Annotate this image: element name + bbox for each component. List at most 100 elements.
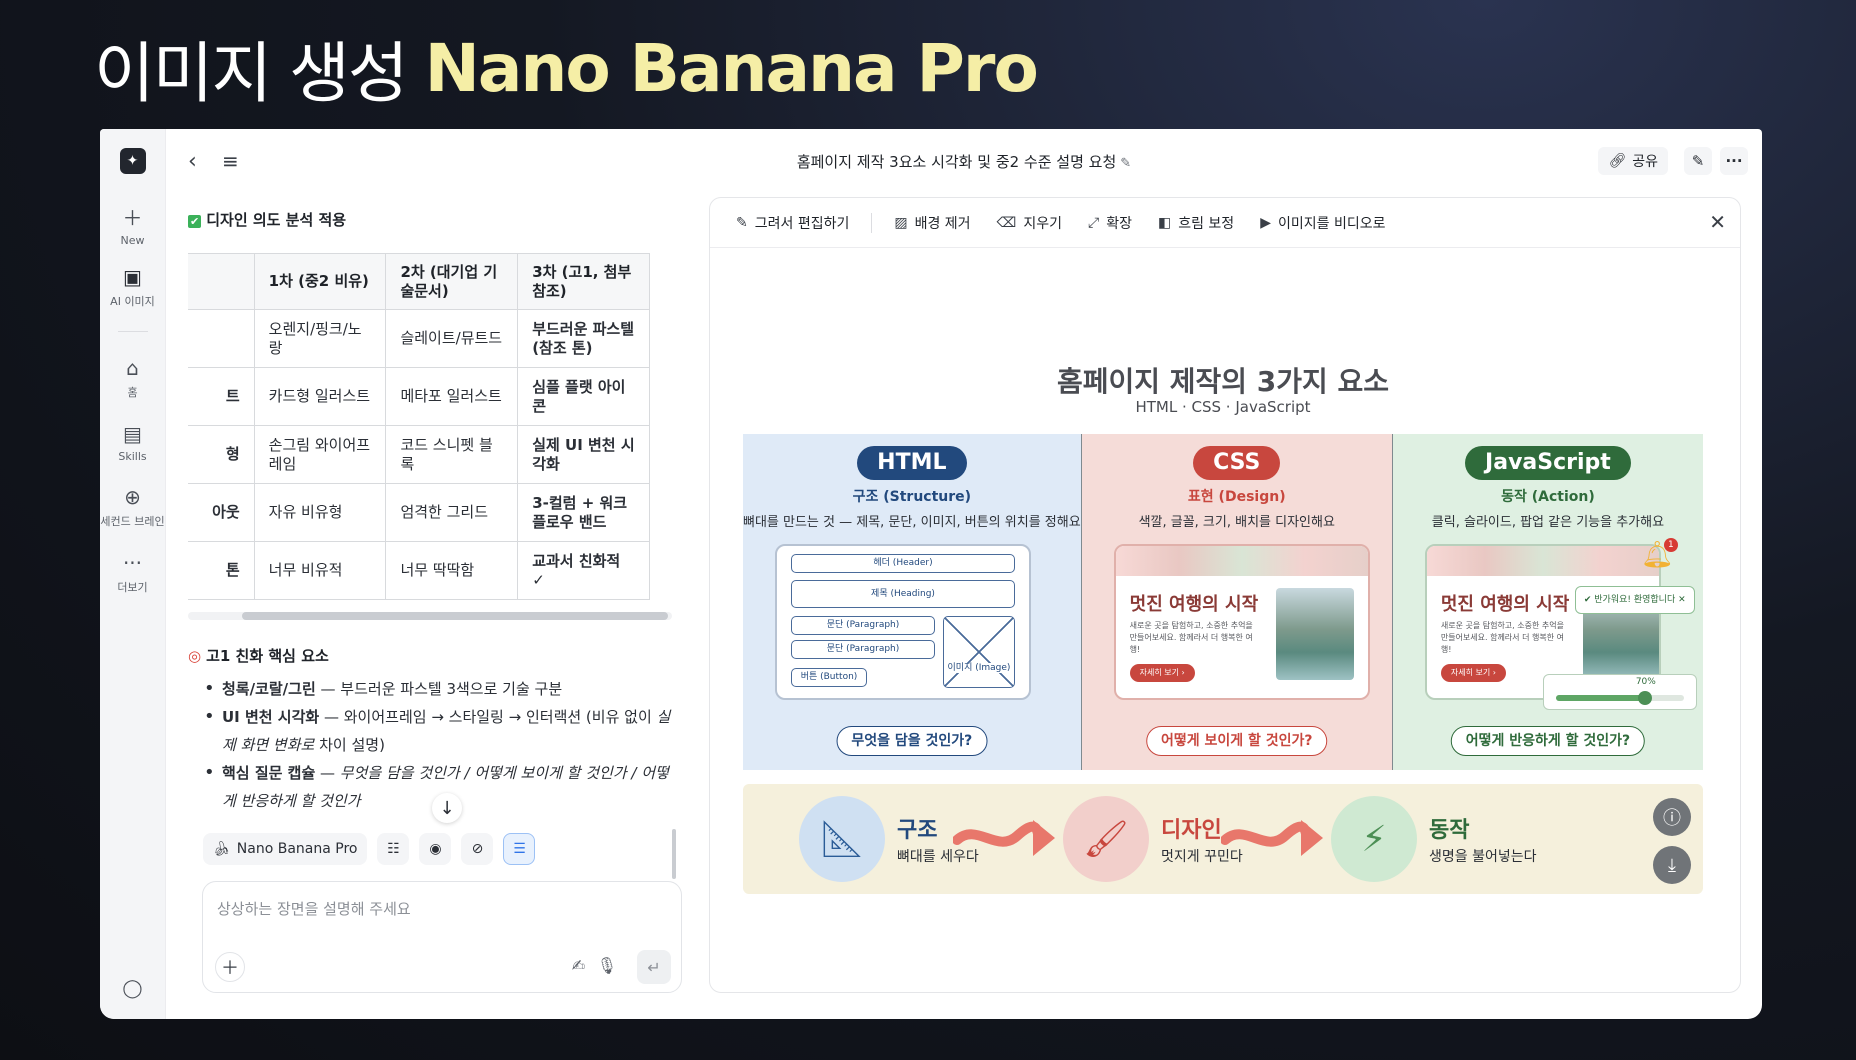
back-chevron-icon[interactable]: ‹ [188, 149, 197, 174]
target-icon: ◎ [188, 647, 202, 665]
table-cell: 부드러운 파스텔 (참조 톤) [517, 309, 650, 368]
close-icon[interactable]: ✕ [1709, 210, 1726, 234]
expand-button[interactable]: ⤢확장 [1088, 213, 1132, 233]
chat-pane: ✔ 디자인 의도 분석 적용 1차 (중2 비유) 2차 (대기업 기술문서) 3… [166, 193, 686, 1019]
note-icon[interactable]: ✍ [571, 956, 585, 975]
more-options-button[interactable]: ··· [1720, 147, 1748, 175]
rail-label: New [120, 234, 145, 247]
app-logo-icon[interactable]: ✦ [119, 148, 146, 174]
rail-item-ai-image[interactable]: ▣ AI 이미지 [100, 265, 166, 309]
bullet-italic: 무엇을 담을 것인가 / 어떻게 보이게 할 것인가 / 어떻게 반응하게 할 … [222, 764, 669, 810]
rail-label: Skills [118, 450, 147, 463]
table-cell: 너무 딱딱함 [385, 541, 519, 600]
card-text: 새로운 곳을 탐험하고, 소중한 추억을 만들어보세요. 함께라서 더 행복한 … [1440, 621, 1564, 654]
tool-label: 배경 제거 [914, 215, 971, 232]
prompt-input[interactable]: 상상하는 장면을 설명해 주세요 [217, 900, 411, 918]
column-badge: CSS [1193, 446, 1281, 480]
column-question: 무엇을 담을 것인가? [836, 726, 988, 756]
expand-icon: ⤢ [1088, 214, 1100, 231]
column-question: 어떻게 반응하게 할 것인가? [1450, 726, 1646, 756]
left-rail: ✦ ＋ New ▣ AI 이미지 ⌂ 홈 ▤ Skills ⊕ 세컨드 브레인 … [100, 129, 166, 1019]
scrollbar-thumb[interactable] [242, 612, 668, 620]
check-mark-icon: ✔ [188, 215, 202, 228]
table-header-cell [188, 253, 255, 310]
new-edit-button[interactable]: ✎ [1684, 147, 1712, 175]
chat-vertical-scrollbar[interactable] [672, 829, 676, 879]
send-arrow-icon: ↵ [647, 957, 661, 977]
toggle-off-button[interactable]: ⊘ [461, 833, 494, 865]
card-title: 멋진 여행의 시작 [1129, 594, 1259, 615]
erase-button[interactable]: ⌫지우기 [997, 213, 1062, 233]
tool-label: 이미지를 비디오로 [1277, 215, 1386, 232]
info-button[interactable]: ⓘ [1653, 798, 1691, 836]
edit-pencil-icon[interactable]: ✎ [1120, 156, 1132, 171]
table-horizontal-scrollbar[interactable] [188, 612, 672, 620]
headline-korean: 이미지 생성 [94, 35, 409, 112]
menu-lines-icon[interactable]: ≡ [222, 149, 239, 173]
conversation-title[interactable]: 홈페이지 제작 3요소 시각화 및 중2 수준 설명 요청✎ [166, 151, 1762, 172]
table-header-row: 1차 (중2 비유) 2차 (대기업 기술문서) 3차 (고1, 첨부참조) [188, 253, 650, 310]
scroll-to-bottom-button[interactable]: ↓ [432, 793, 462, 823]
draw-edit-button[interactable]: ✎그려서 편집하기 [736, 213, 849, 233]
image-tools-bar: ✎그려서 편집하기 ▨ 배경 제거 ⌫지우기 ⤢확장 ◧흐림 보정 ▶이미지를 비… [710, 198, 1740, 248]
slider-track [1555, 691, 1684, 705]
rail-item-home[interactable]: ⌂ 홈 [100, 356, 166, 400]
column-subtitle: 표현 (Design) [1187, 489, 1286, 505]
step-caption: 뼈대를 세우다 [897, 849, 979, 865]
home-icon: ⌂ [126, 356, 139, 380]
wireframe-image: 이미지 (Image) [943, 616, 1015, 688]
deblur-button[interactable]: ◧흐림 보정 [1158, 213, 1234, 233]
styled-card: 멋진 여행의 시작 새로운 곳을 탐험하고, 소중한 추억을 만들어보세요. 함… [1113, 544, 1370, 700]
rail-item-new[interactable]: ＋ New [100, 206, 166, 247]
tool-label: 흐림 보정 [1178, 215, 1235, 232]
remove-background-button[interactable]: ▨ 배경 제거 [894, 213, 970, 233]
model-selector[interactable]: 🍌︎ Nano Banana Pro [203, 833, 368, 865]
sliders-icon: ☷ [387, 841, 400, 857]
download-button[interactable]: ⤓ [1653, 846, 1691, 884]
flow-step-action: ⚡︎ 동작 생명을 불어넣는다 [1331, 796, 1537, 882]
brain-icon: ⊕ [124, 485, 141, 509]
column-badge: JavaScript [1465, 446, 1631, 480]
attach-button[interactable]: ＋ [215, 952, 245, 982]
user-profile-icon[interactable]: ◯ [122, 978, 143, 999]
table-cell: 코드 스니펫 블록 [385, 425, 519, 484]
rail-item-skills[interactable]: ▤ Skills [100, 422, 166, 463]
settings-sliders-button[interactable]: ☷ [377, 833, 410, 865]
share-button[interactable]: 🔗︎ 공유 [1598, 147, 1668, 175]
column-description: 뼈대를 만드는 것 — 제목, 문단, 이미지, 버튼의 위치를 정해요 [743, 515, 1081, 530]
column-javascript: JavaScript 동작 (Action) 클릭, 슬라이드, 팝업 같은 기… [1392, 434, 1704, 770]
three-columns: HTML 구조 (Structure) 뼈대를 만드는 것 — 제목, 문단, … [743, 434, 1704, 770]
list-item: 청록/코랄/그린 — 부드러운 파스텔 3색으로 기술 구분 [204, 675, 674, 703]
background-icon: ▨ [894, 214, 908, 231]
wireframe-card: 헤더 (Header) 제목 (Heading) 문단 (Paragraph) … [775, 544, 1031, 700]
step-caption: 멋지게 꾸민다 [1161, 849, 1243, 865]
card-title: 멋진 여행의 시작 [1440, 594, 1570, 615]
key-points-list: 청록/코랄/그린 — 부드러운 파스텔 3색으로 기술 구분 UI 변천 시각화… [204, 675, 674, 815]
step-title: 구조 [897, 818, 938, 843]
microphone-icon[interactable]: 🎙︎ [596, 956, 617, 975]
tools-divider [871, 212, 873, 233]
table-row: 톤 너무 비유적 너무 딱딱함 교과서 친화적 ✓ [188, 541, 650, 600]
bullet-bold: 청록/코랄/그린 [222, 680, 316, 698]
rail-item-more[interactable]: ··· 더보기 [100, 551, 166, 595]
flow-arrow-icon [953, 820, 1055, 856]
prompt-input-box[interactable]: 상상하는 장면을 설명해 주세요 ＋ ✍ 🎙︎ ↵ [202, 881, 682, 993]
step-title: 동작 [1429, 818, 1470, 843]
image-to-video-button[interactable]: ▶이미지를 비디오로 [1260, 213, 1385, 233]
rail-label: 더보기 [117, 581, 148, 594]
column-question: 어떻게 보이게 할 것인가? [1145, 726, 1328, 756]
landscape-photo [1275, 588, 1354, 680]
card-button: 자세히 보기 › [1440, 664, 1506, 682]
wireframe-header: 헤더 (Header) [791, 554, 1015, 573]
bell-icon: 🔔︎1 [1641, 538, 1678, 570]
prompt-enhance-button[interactable]: ☰ [503, 833, 536, 865]
paintbrush-icon: 🖌︎ [1063, 796, 1149, 882]
floral-banner [1426, 546, 1659, 576]
send-button[interactable]: ↵ [637, 950, 671, 984]
table-cell: 교과서 친화적 ✓ [517, 541, 650, 600]
comparison-table-viewport[interactable]: 1차 (중2 비유) 2차 (대기업 기술문서) 3차 (고1, 첨부참조) 오… [188, 253, 668, 611]
section-heading-text: 디자인 의도 분석 적용 [206, 211, 347, 229]
rail-item-second-brain[interactable]: ⊕ 세컨드 브레인 [100, 485, 166, 529]
style-button[interactable]: ◉ [419, 833, 452, 865]
toggle-off-icon: ⊘ [471, 841, 484, 857]
